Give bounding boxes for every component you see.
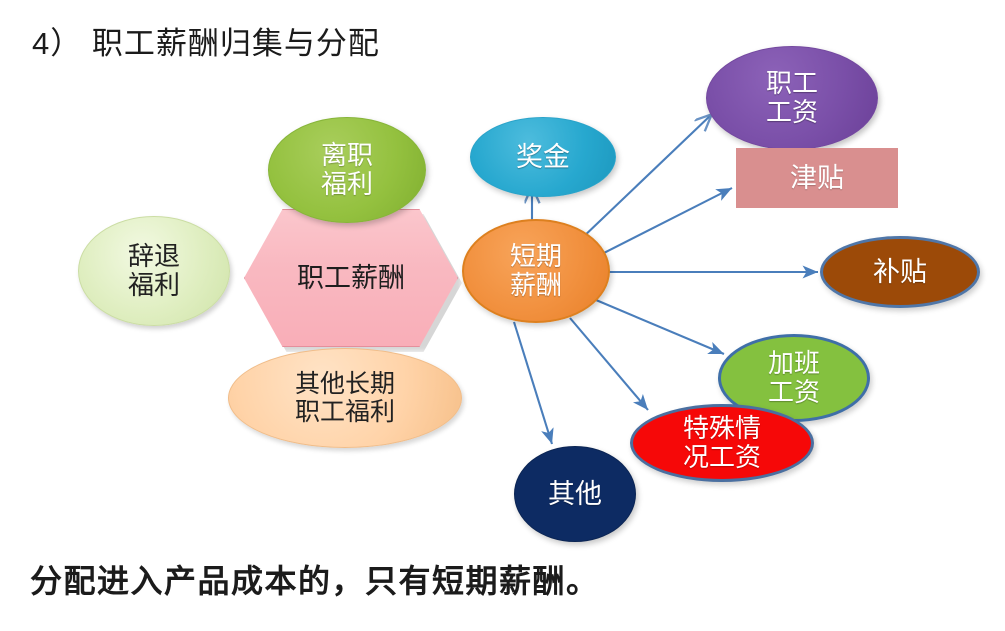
node-zhigongxinchou[interactable]: 职工薪酬 [244,209,458,347]
node-duanqixinchou[interactable]: 短期 薪酬 [462,219,610,323]
node-label: 其他长期 职工福利 [294,370,395,426]
node-label: 短期 薪酬 [509,240,562,300]
node-qitachangqi[interactable]: 其他长期 职工福利 [228,348,462,448]
node-label: 津贴 [790,162,844,193]
node-label: 特殊情 况工资 [682,412,761,472]
node-label: 加班 工资 [767,347,820,407]
node-teshuqingkuang[interactable]: 特殊情 况工资 [630,404,814,482]
node-label: 辞退 福利 [127,240,180,300]
node-label: 其他 [548,478,602,509]
node-zhigonggongzi[interactable]: 职工 工资 [706,46,878,150]
node-jintie[interactable]: 津贴 [736,148,898,208]
node-jiangjin[interactable]: 奖金 [470,117,616,197]
node-butie[interactable]: 补贴 [820,236,980,308]
node-cituifuli[interactable]: 辞退 福利 [78,216,230,326]
node-label: 奖金 [516,141,570,172]
footnote-text: 分配进入产品成本的，只有短期薪酬。 [30,563,600,599]
node-label: 补贴 [873,256,927,287]
node-label: 离职 福利 [320,139,373,199]
node-label: 职工薪酬 [297,262,405,293]
node-label: 职工 工资 [765,67,818,127]
page-title: 4） 职工薪酬归集与分配 [32,26,380,61]
node-qita[interactable]: 其他 [514,446,636,542]
node-lizhifuli[interactable]: 离职 福利 [268,117,426,223]
